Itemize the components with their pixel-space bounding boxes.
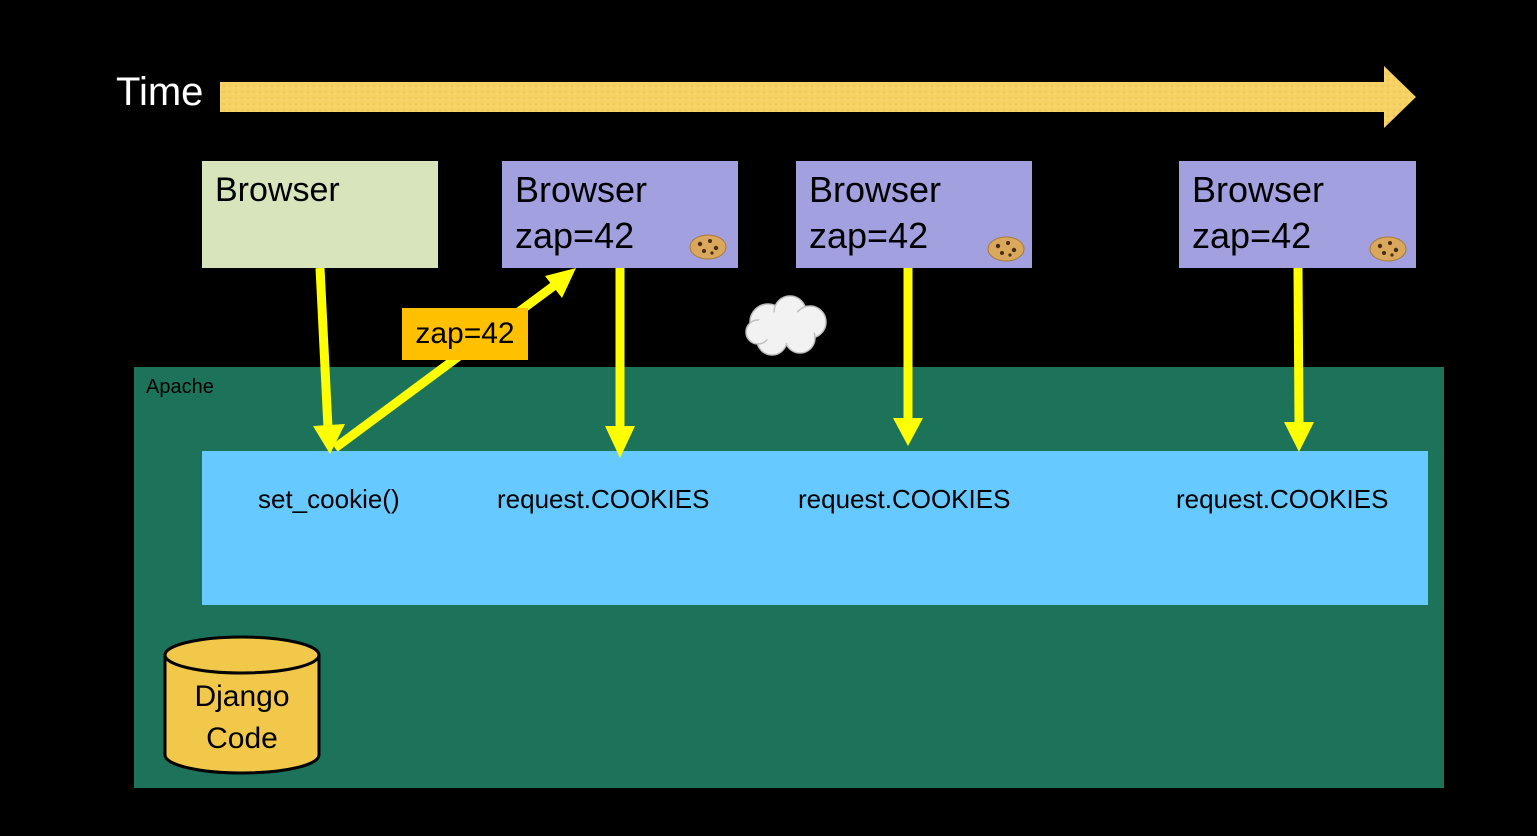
cookie-icon [987, 236, 1025, 262]
browser-title: Browser [215, 171, 340, 209]
database-line2: Code [206, 722, 278, 755]
browser-cookie-value: zap=42 [1192, 215, 1312, 256]
set-cookie-response-tag: zap=42 [402, 308, 528, 360]
browser-cookie-value: zap=42 [809, 215, 929, 256]
request-cookies-call: request.COOKIES [798, 484, 1011, 514]
browser-box-1: Browser [202, 161, 438, 268]
database-line1: Django [194, 680, 290, 713]
time-label: Time [116, 70, 204, 114]
browser-cookie-value: zap=42 [515, 215, 635, 256]
django-code-label: Django Code [165, 676, 319, 760]
arrowhead-response [545, 268, 576, 298]
browser-title: Browser [809, 169, 942, 210]
browser-box-2: Browser zap=42 [502, 161, 738, 268]
apache-label: Apache [146, 376, 214, 398]
browser-title: Browser [515, 169, 648, 210]
set-cookie-call: set_cookie() [258, 484, 400, 514]
request-cookies-call: request.COOKIES [1176, 484, 1389, 514]
cookie-icon [689, 234, 727, 260]
browser-title: Browser [1192, 169, 1325, 210]
request-cookies-call: request.COOKIES [497, 484, 710, 514]
cookie-icon [1369, 236, 1407, 262]
browser-box-3: Browser zap=42 [796, 161, 1032, 268]
browser-box-4: Browser zap=42 [1179, 161, 1416, 268]
django-application-band [202, 451, 1428, 605]
